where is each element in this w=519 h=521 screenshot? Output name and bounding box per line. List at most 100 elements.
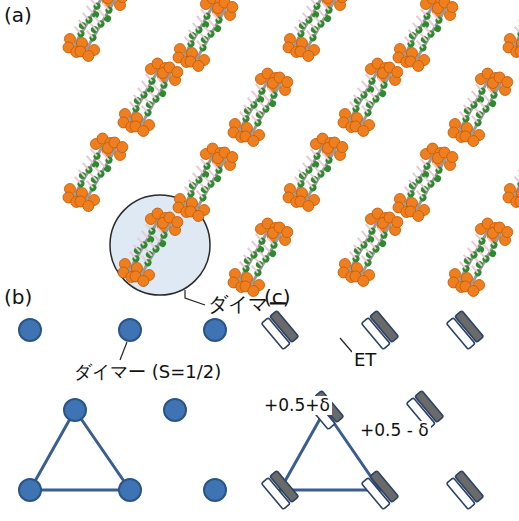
panel-label: (b): [4, 286, 32, 308]
hydrogen-bond: [352, 95, 361, 102]
hydrogen-bond: [474, 234, 483, 241]
carbon-atom: [243, 106, 253, 116]
dimer-dot: [64, 399, 86, 421]
hydrogen-bond: [368, 242, 377, 249]
et-molecule: [370, 311, 399, 343]
hydrogen-bond: [364, 74, 373, 81]
hydrogen-bond: [152, 85, 161, 92]
bond: [306, 0, 336, 50]
crystal-structure: [58, 0, 519, 299]
bond: [129, 69, 159, 121]
et-dimer: [446, 311, 483, 350]
hydrogen-bond: [258, 102, 267, 109]
bond: [86, 148, 116, 200]
hydrogen-bond: [419, 184, 428, 191]
hydrogen-bond: [305, 6, 314, 13]
carbon-atom: [475, 110, 485, 120]
et-dimer: [361, 311, 398, 350]
sulfur-atom: [191, 208, 206, 223]
hydrogen-bond: [187, 180, 196, 187]
bond: [349, 219, 379, 271]
hydrogen-bond: [89, 24, 98, 31]
bond: [294, 144, 324, 196]
hydrogen-bond: [305, 156, 314, 163]
et-molecule: [510, 134, 519, 215]
charge-label: +0.5+δ: [262, 396, 332, 415]
callout-label: ダイマー (S=1/2): [72, 362, 223, 382]
sulfur-atom: [301, 198, 316, 213]
et-molecule: [400, 144, 461, 225]
bond: [74, 144, 104, 196]
hydrogen-bond: [195, 166, 204, 173]
hydrogen-bond: [423, 177, 432, 184]
hydrogen-bond: [372, 85, 381, 92]
bond: [459, 79, 489, 131]
sulfur-atom: [280, 75, 295, 90]
hydrogen-bond: [482, 95, 491, 102]
hydrogen-bond: [470, 91, 479, 98]
hydrogen-bond: [81, 163, 90, 170]
hydrogen-bond: [376, 78, 385, 85]
et-dimer: [446, 471, 483, 510]
carbon-atom: [518, 171, 519, 181]
hydrogen-bond: [301, 13, 310, 20]
hydrogen-bond: [199, 159, 208, 166]
sulfur-atom: [301, 48, 316, 63]
hydrogen-bond: [427, 170, 436, 177]
bond: [239, 79, 269, 131]
carbon-atom: [298, 21, 308, 31]
et-dimer: [361, 471, 398, 510]
sulfur-atom: [320, 0, 335, 5]
hydrogen-bond: [301, 163, 310, 170]
sulfur-atom: [335, 140, 350, 155]
callout-label: ET: [352, 350, 378, 370]
bond: [471, 233, 501, 285]
bond: [196, 158, 226, 210]
carbon-atom: [310, 25, 320, 35]
hydrogen-bond: [376, 228, 385, 235]
hydrogen-bond: [85, 6, 94, 13]
bond: [251, 233, 281, 285]
hydrogen-bond: [470, 241, 479, 248]
et-molecule: [270, 471, 299, 503]
hydrogen-bond: [317, 160, 326, 167]
hydrogen-bond: [364, 249, 373, 256]
panel-label: (c): [264, 286, 291, 308]
hydrogen-bond: [207, 170, 216, 177]
et-molecule: [388, 0, 449, 70]
hydrogen-bond: [191, 23, 200, 30]
hydrogen-bond: [513, 27, 519, 34]
hydrogen-bond: [132, 245, 141, 252]
et-molecule: [415, 391, 444, 423]
carbon-atom: [200, 185, 210, 195]
sulfur-atom: [246, 133, 261, 148]
hydrogen-bond: [486, 88, 495, 95]
hydrogen-bond: [309, 174, 318, 181]
sulfur-atom: [225, 0, 240, 15]
carbon-atom: [90, 25, 100, 35]
et-molecule: [235, 69, 296, 150]
carbon-atom: [310, 175, 320, 185]
bond: [129, 219, 159, 271]
et-molecule: [400, 0, 461, 74]
hydrogen-bond: [211, 13, 220, 20]
hydrogen-bond: [419, 159, 428, 166]
sulfur-atom: [411, 208, 426, 223]
hydrogen-bond: [321, 3, 330, 10]
bond: [416, 8, 446, 60]
hydrogen-bond: [203, 27, 212, 34]
carbon-atom: [408, 181, 418, 191]
hydrogen-bond: [474, 84, 483, 91]
sulfur-atom: [513, 194, 519, 209]
sulfur-atom: [466, 133, 481, 148]
carbon-atom: [475, 260, 485, 270]
sulfur-atom: [136, 273, 151, 288]
hydrogen-bond: [313, 167, 322, 174]
hydrogen-bond: [254, 109, 263, 116]
dimer-dot: [164, 399, 186, 421]
hydrogen-bond: [313, 17, 322, 24]
et-dimers: [261, 311, 483, 510]
hydrogen-bond: [360, 231, 369, 238]
panel-label: (a): [4, 4, 32, 26]
